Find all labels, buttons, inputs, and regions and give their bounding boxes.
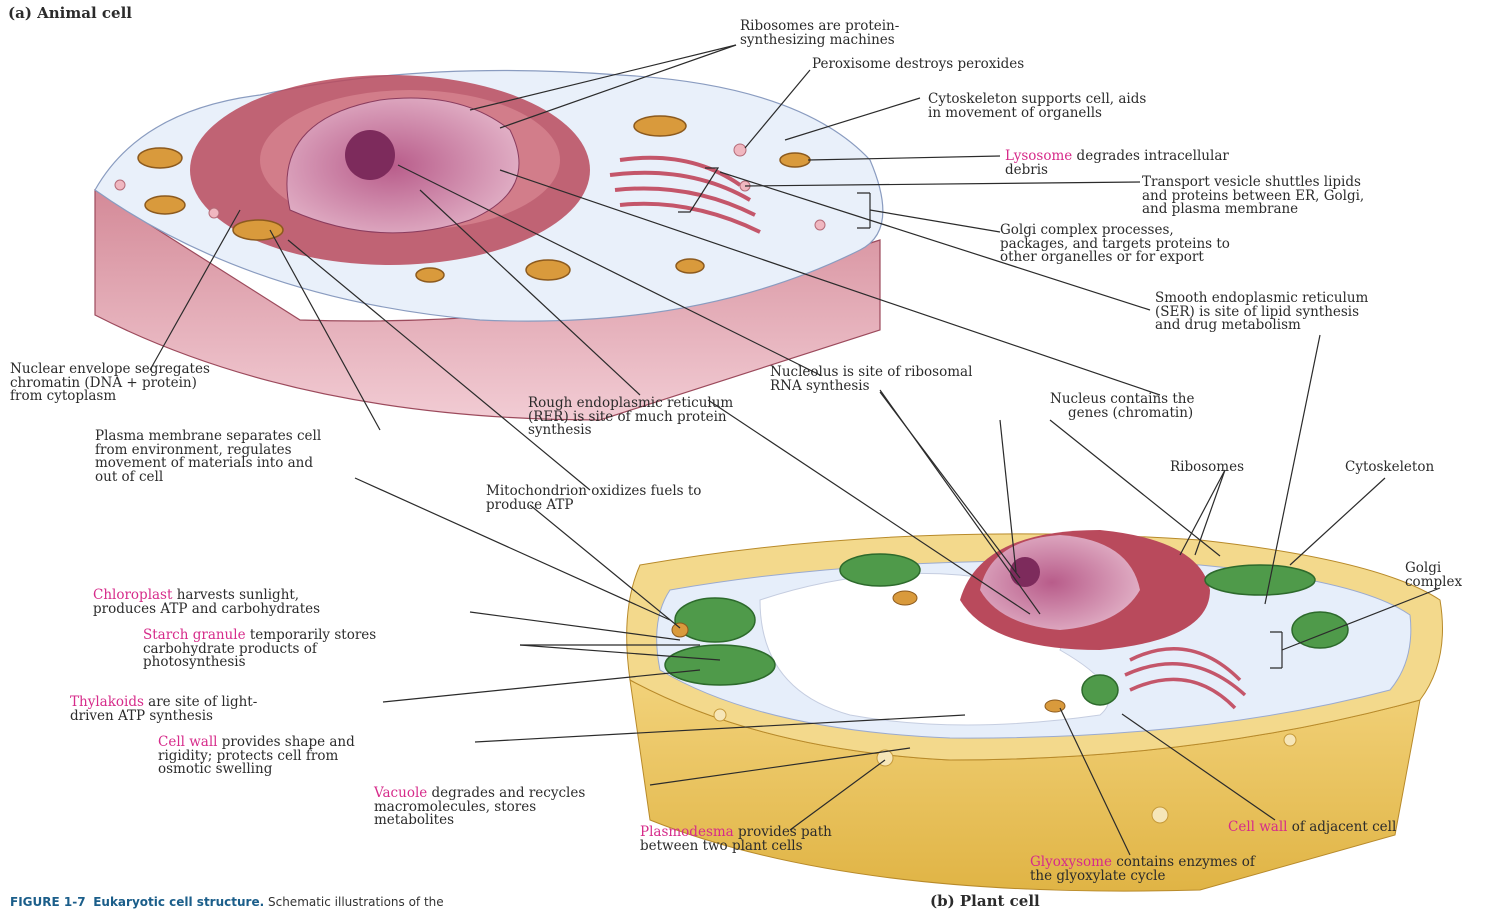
label-cell-wall: Cell wall provides shape and rigidity; p… bbox=[158, 736, 355, 777]
animal-cell bbox=[95, 71, 883, 421]
label-thylakoids: Thylakoids are site of light- driven ATP… bbox=[70, 696, 257, 723]
label-ribosomes-plant: Ribosomes bbox=[1170, 461, 1244, 475]
label-glyoxysome: Glyoxysome contains enzymes of the glyox… bbox=[1030, 856, 1255, 883]
nucleolus bbox=[345, 130, 395, 180]
label-rough-er: Rough endoplasmic reticulum(RER) is site… bbox=[528, 397, 733, 438]
figure-caption-text: Schematic illustrations of the bbox=[268, 895, 444, 909]
label-starch-granule: Starch granule temporarily stores carboh… bbox=[143, 629, 376, 670]
label-vacuole: Vacuole degrades and recycles macromolec… bbox=[374, 787, 585, 828]
figure-title: Eukaryotic cell structure. bbox=[93, 895, 264, 909]
figure-caption: FIGURE 1-7 Eukaryotic cell structure. Sc… bbox=[10, 895, 444, 909]
label-cytoskeleton-plant: Cytoskeleton bbox=[1345, 461, 1434, 475]
label-smooth-er: Smooth endoplasmic reticulum(SER) is sit… bbox=[1155, 292, 1368, 333]
label-chloroplast: Chloroplast harvests sunlight, produces … bbox=[93, 589, 320, 616]
label-ribosomes-animal: Ribosomes are protein-synthesizing machi… bbox=[740, 20, 899, 47]
label-golgi-animal: Golgi complex processes,packages, and ta… bbox=[1000, 224, 1230, 265]
panel-title-plant: (b) Plant cell bbox=[930, 892, 1040, 910]
label-peroxisome: Peroxisome destroys peroxides bbox=[812, 58, 1024, 72]
figure-number: FIGURE 1-7 bbox=[10, 895, 86, 909]
panel-title-animal: (a) Animal cell bbox=[8, 4, 132, 22]
label-cell-wall-adjacent: Cell wall of adjacent cell bbox=[1228, 821, 1396, 835]
label-lysosome: Lysosome degrades intracellular debris bbox=[1005, 150, 1229, 177]
label-plasmodesma: Plasmodesma provides path between two pl… bbox=[640, 826, 832, 853]
